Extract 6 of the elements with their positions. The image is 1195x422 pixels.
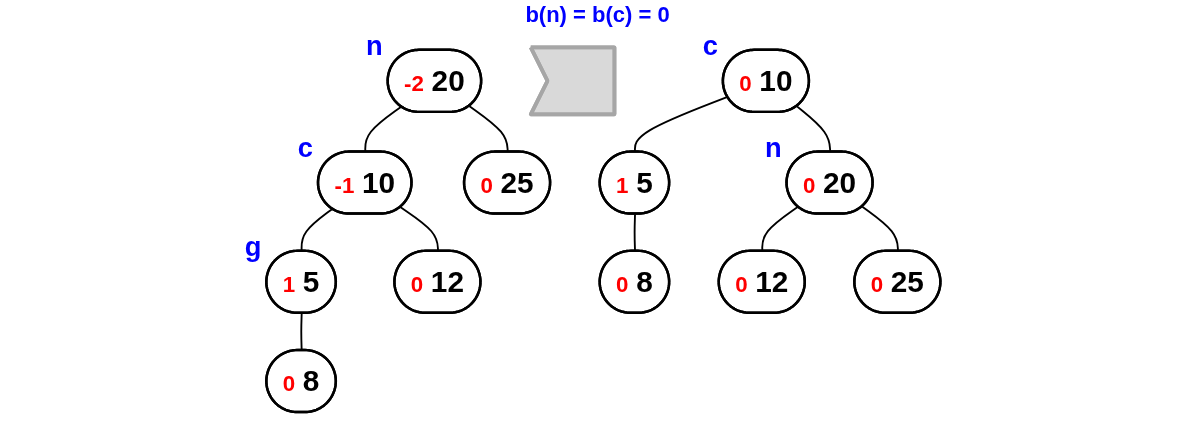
node-tag: c	[297, 131, 314, 163]
node-tag: n	[366, 30, 383, 61]
diagram-title: b(n) = b(c) = 0	[525, 2, 670, 28]
node-tag: c	[702, 30, 718, 61]
node-tag: g	[244, 230, 262, 262]
node-tag: n	[764, 131, 782, 163]
